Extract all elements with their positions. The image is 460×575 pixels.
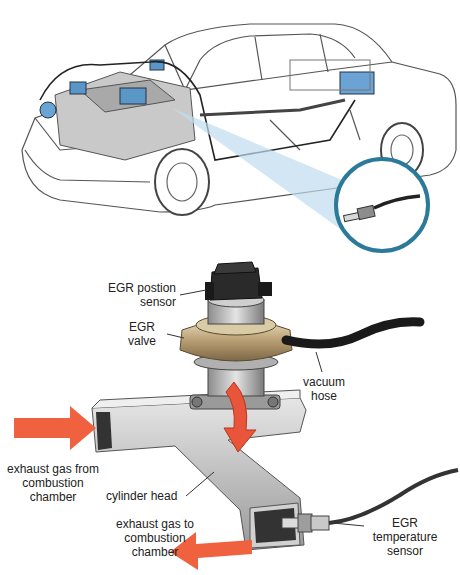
temperature-sensor-drawing	[282, 470, 458, 532]
part-label: cylinder head	[106, 489, 216, 503]
engine-drawing	[40, 60, 374, 160]
flow-arrow	[14, 406, 96, 450]
leader-line	[167, 290, 364, 526]
part-label: exhaust gas to combustion chamber	[106, 517, 204, 559]
sensor-inset	[336, 159, 428, 251]
part-label: EGR temperature sensor	[364, 516, 446, 558]
part-label: EGR valve	[120, 320, 164, 348]
flow-arrow	[224, 382, 256, 452]
part-label: exhaust gas from combustion chamber	[4, 462, 102, 504]
vacuum-hose-drawing	[286, 322, 420, 344]
part-label: EGR postion sensor	[80, 281, 176, 309]
part-label: vacuum hose	[296, 375, 352, 403]
